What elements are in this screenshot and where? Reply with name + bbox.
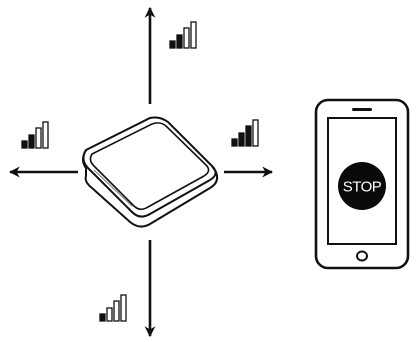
signal-bars-down bbox=[99, 294, 127, 322]
hub-device bbox=[82, 116, 219, 228]
signal-bar-filled bbox=[176, 34, 183, 49]
signal-bar-empty bbox=[190, 21, 197, 49]
stop-button-label: STOP bbox=[343, 179, 382, 196]
signal-bar-filled bbox=[238, 132, 245, 147]
signal-bar-empty bbox=[183, 27, 190, 49]
signal-bar-empty bbox=[35, 127, 42, 149]
signal-bar-empty bbox=[120, 294, 127, 322]
signal-bar-empty bbox=[252, 119, 259, 147]
signal-bars-right bbox=[231, 119, 259, 147]
signal-bars-left bbox=[21, 121, 49, 149]
signal-bar-filled bbox=[99, 313, 106, 322]
signal-bar-filled bbox=[245, 125, 252, 147]
home-button[interactable] bbox=[356, 250, 368, 262]
signal-bars-up bbox=[169, 21, 197, 49]
signal-bar-empty bbox=[106, 307, 113, 322]
stop-button[interactable] bbox=[338, 162, 386, 210]
signal-bar-filled bbox=[169, 40, 176, 49]
earpiece bbox=[352, 108, 372, 111]
signal-bar-filled bbox=[28, 134, 35, 149]
signal-bar-filled bbox=[231, 138, 238, 147]
signal-bar-empty bbox=[42, 121, 49, 149]
signal-bar-empty bbox=[113, 300, 120, 322]
smartphone: STOP bbox=[314, 98, 410, 270]
signal-bar-filled bbox=[21, 140, 28, 149]
